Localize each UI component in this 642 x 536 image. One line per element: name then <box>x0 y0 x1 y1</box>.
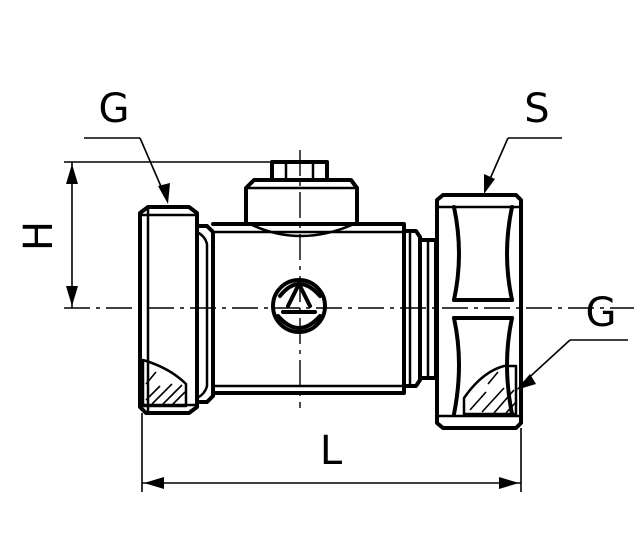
dimension-l: L <box>141 413 522 492</box>
length-label: L <box>320 428 343 474</box>
left-neck <box>195 224 215 404</box>
right-collar <box>402 229 438 388</box>
left-threaded-end <box>138 205 199 415</box>
hex-union-nut <box>435 193 523 430</box>
logo-emblem <box>271 278 327 334</box>
thread-right-label: G <box>586 290 617 336</box>
thread-left-label: G <box>99 86 130 132</box>
leader-thread-right: G <box>516 290 628 390</box>
dimension-h: H <box>16 161 272 308</box>
valve-body <box>211 222 406 395</box>
stem-housing <box>244 160 359 238</box>
height-label: H <box>16 221 62 251</box>
leader-thread-left: G <box>84 86 170 204</box>
leader-nut-size: S <box>484 86 562 194</box>
nut-size-label: S <box>524 86 549 132</box>
